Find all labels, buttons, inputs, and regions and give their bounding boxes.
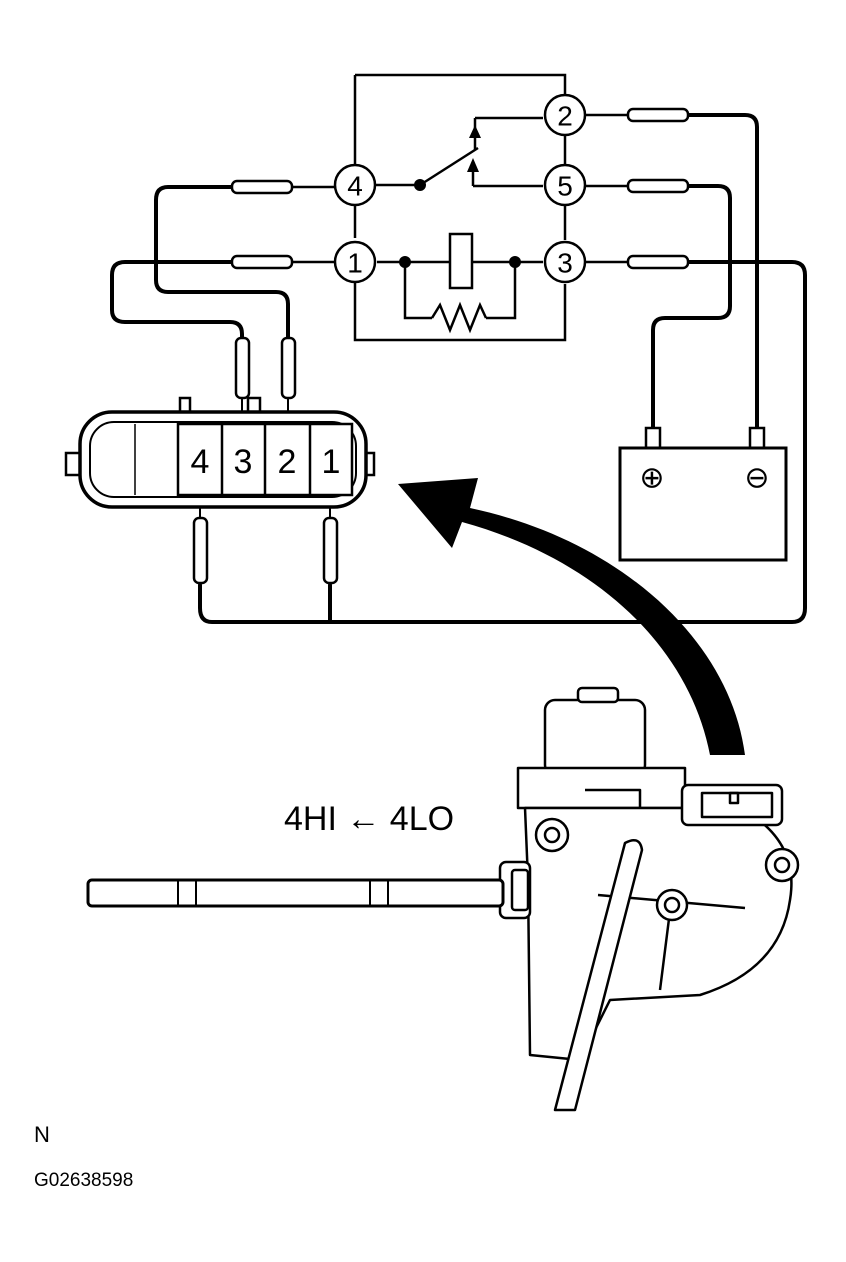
connector-slot-2: 2 [278, 443, 297, 481]
connector-slot-4: 4 [191, 443, 210, 481]
relay-terminal-4-label: 4 [347, 171, 363, 202]
switch-arrow-top [469, 125, 481, 138]
relay-coil [448, 232, 474, 290]
switch-arrow [467, 158, 479, 172]
transfer-actuator [498, 686, 800, 1112]
direction-label: 4HI ← 4LO [284, 800, 454, 838]
curved-arrow-icon [398, 478, 745, 755]
actuator-connector: 4 3 2 1 [64, 396, 376, 509]
wire-stubs [292, 113, 628, 264]
battery-positive-icon: ⊕ [639, 462, 664, 495]
relay-terminal-3-label: 3 [557, 248, 573, 279]
connector-slot-1: 1 [322, 443, 341, 481]
relay-terminal-1-label: 1 [347, 248, 363, 279]
battery-negative-icon: ⊖ [744, 462, 769, 495]
battery: ⊕ ⊖ [618, 426, 788, 562]
test-leads [192, 107, 690, 585]
actuator-shaft [86, 878, 505, 908]
relay-terminal-5-label: 5 [557, 171, 573, 202]
relay-terminal-1: 1 [333, 240, 377, 284]
relay-nodes [399, 179, 521, 268]
relay-terminal-2: 2 [543, 93, 587, 137]
relay-terminal-5: 5 [543, 163, 587, 207]
relay-box [353, 73, 567, 342]
relay-terminal-3: 3 [543, 240, 587, 284]
relay-terminal-2-label: 2 [557, 101, 573, 132]
relay-terminal-4: 4 [333, 163, 377, 207]
figure-id: G02638598 [34, 1170, 133, 1191]
connector-slot-3: 3 [234, 443, 253, 481]
view-letter: N [34, 1122, 50, 1147]
wires [110, 113, 807, 624]
